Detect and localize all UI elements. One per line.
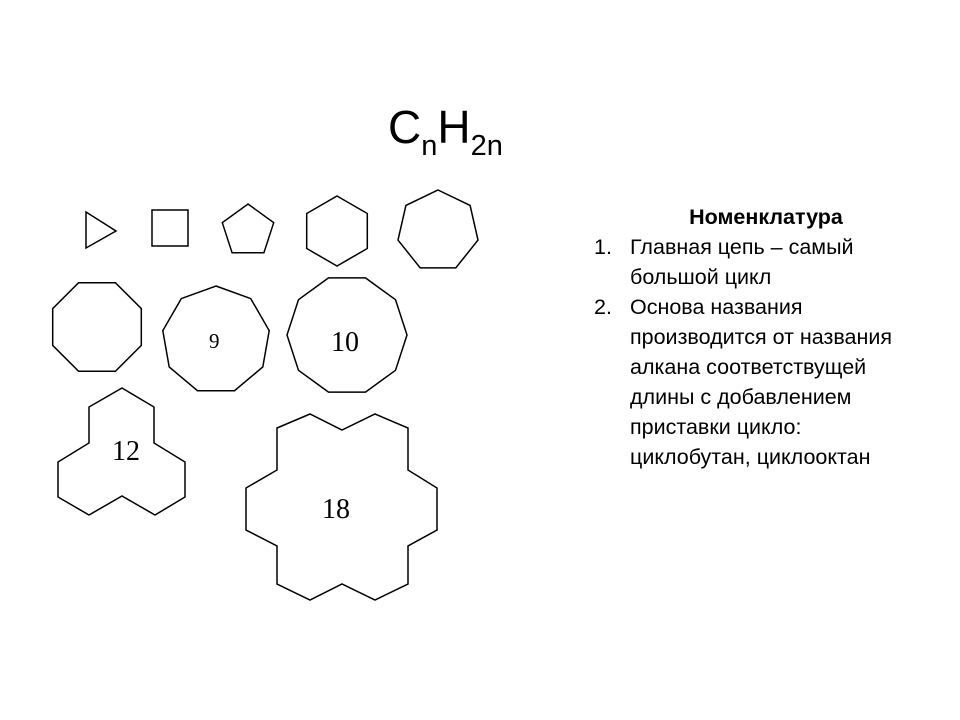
ring-10-label: 10 — [331, 327, 359, 358]
ring-8-octagon — [51, 281, 143, 373]
formula-hydrogen-subscript: 2n — [470, 130, 503, 162]
nomenclature-line: производится от названия — [630, 325, 893, 349]
ring-18-label: 18 — [322, 494, 350, 525]
nomenclature-line: Основа названия — [630, 295, 803, 319]
ring-12-label: 12 — [112, 436, 140, 467]
ring-9-nonagon — [162, 285, 270, 392]
ring-6-hexagon — [305, 195, 369, 267]
nomenclature-item-text: Главная цепь – самый большой цикл — [630, 232, 954, 292]
ring-7-heptagon — [397, 189, 479, 269]
nomenclature-block: Номенклатура 1. Главная цепь – самый бол… — [594, 202, 954, 472]
formula-carbon-subscript: n — [421, 130, 438, 162]
nomenclature-title: Номенклатура — [689, 205, 843, 229]
ring-10-decagon — [286, 277, 408, 393]
nomenclature-item-text: Основа названия производится от названия… — [630, 292, 954, 472]
general-formula: CnH2n — [388, 101, 503, 161]
ring-9-label: 9 — [209, 329, 220, 353]
nomenclature-line: большой цикл — [630, 265, 772, 289]
nomenclature-line: циклобутан, циклооктан — [630, 445, 871, 469]
nomenclature-item-number: 1. — [594, 235, 612, 259]
nomenclature-item-2: 2. Основа названия производится от назва… — [594, 292, 954, 472]
ring-5-pentagon — [221, 203, 275, 254]
ring-4-square — [151, 209, 189, 247]
ring-3-triangle — [85, 210, 118, 250]
ring-18-coronene-outline — [245, 413, 438, 601]
nomenclature-line: длины с добавлением — [630, 385, 852, 409]
nomenclature-line: алкана соответствущей — [630, 355, 867, 379]
nomenclature-line: приставки цикло: — [630, 415, 802, 439]
formula-carbon: C — [388, 101, 422, 153]
ring-12-trefoil — [57, 387, 186, 516]
nomenclature-list: 1. Главная цепь – самый большой цикл 2. … — [594, 232, 954, 472]
nomenclature-item-number: 2. — [594, 295, 612, 319]
nomenclature-line: Главная цепь – самый — [630, 235, 854, 259]
formula-hydrogen: H — [437, 101, 471, 153]
nomenclature-item-1: 1. Главная цепь – самый большой цикл — [594, 232, 954, 292]
